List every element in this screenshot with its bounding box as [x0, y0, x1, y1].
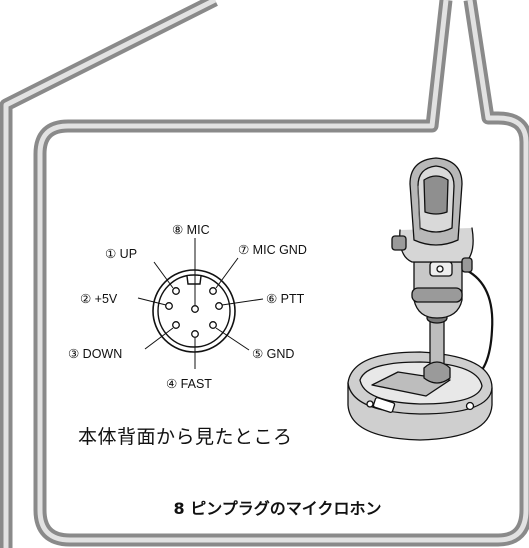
- connector-view-caption: 本体背面から見たところ: [78, 426, 293, 448]
- connector-inner-ring: [157, 274, 231, 348]
- pin-label-gnd: ⑤ GND: [252, 347, 294, 361]
- leader-line-5v: [137, 297, 167, 306]
- pin-label-5v: ② +5V: [80, 292, 118, 306]
- pin-6-ptt: [215, 302, 223, 310]
- pin-label-up: ① UP: [105, 247, 137, 261]
- pin-2-5v: [165, 302, 173, 310]
- desk-microphone-illustration: [347, 157, 494, 441]
- leader-line-gnd: [215, 327, 250, 351]
- leader-line-up: [153, 261, 174, 289]
- connector-outer-ring: [152, 269, 236, 353]
- pin-label-mic: ⑧ MIC: [172, 223, 210, 237]
- pin-7-mic-gnd: [209, 287, 217, 295]
- pin-8-mic: [191, 305, 199, 313]
- pin-3-down: [172, 321, 180, 329]
- leader-line-ptt: [221, 298, 264, 306]
- pin-label-fast: ④ FAST: [166, 377, 212, 391]
- leader-line-mic-gnd: [215, 257, 239, 289]
- connector-key-notch: [186, 275, 202, 285]
- pin-1-up: [172, 287, 180, 295]
- pin-5-gnd: [209, 321, 217, 329]
- leader-line-down: [144, 327, 174, 350]
- microphone-title: 8 ピンプラグのマイクロホン: [173, 499, 382, 518]
- pin-label-down: ③ DOWN: [68, 347, 122, 361]
- pin-4-fast: [191, 330, 199, 338]
- connector-diagram: ① UP ⑧ MIC ⑦ MIC GND ② +5V ⑥ PTT ③ DOWN …: [68, 223, 307, 391]
- pin-label-mic-gnd: ⑦ MIC GND: [238, 243, 307, 257]
- pin-label-ptt: ⑥ PTT: [266, 292, 305, 306]
